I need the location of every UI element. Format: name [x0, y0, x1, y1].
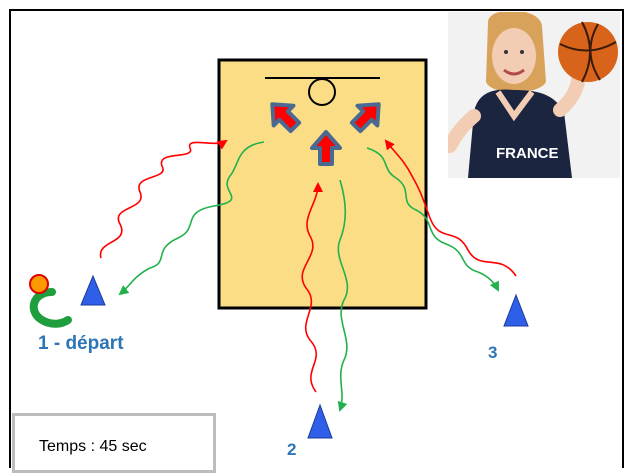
path-3-outbound: [384, 139, 517, 277]
cone-station-2: [307, 403, 333, 439]
jersey-text: FRANCE: [496, 145, 559, 162]
shot-arrow-center: [310, 130, 342, 166]
diagram-frame: [9, 9, 624, 468]
path-2-return: [337, 179, 349, 412]
station-1-label: 1 - départ: [38, 333, 124, 354]
path-3-return: [366, 147, 499, 292]
station-3-label: 3: [488, 343, 498, 362]
path-1-return: [118, 141, 265, 296]
path-1-outbound: [99, 139, 228, 259]
station-2-label: 2: [287, 440, 297, 459]
path-2-outbound: [301, 182, 323, 393]
shot-arrow-left: [270, 102, 302, 134]
player-photo-illustration: FRANCE: [448, 12, 620, 178]
cone-station-3: [503, 293, 529, 327]
shot-arrow-right: [349, 102, 381, 134]
timer-box: Temps : 45 sec: [12, 413, 216, 473]
cone-station-1: [80, 274, 106, 306]
player-token: [29, 274, 72, 328]
player-photo: FRANCE: [448, 12, 620, 178]
timer-label: Temps : 45 sec: [39, 438, 147, 455]
hoop: [308, 78, 336, 106]
